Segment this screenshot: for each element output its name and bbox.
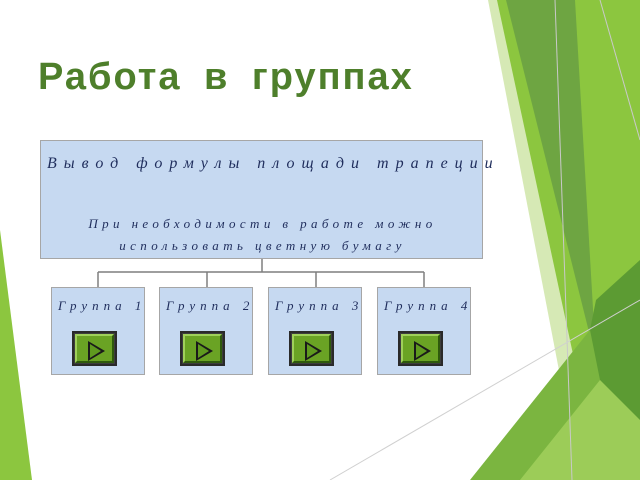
play-icon [414,341,431,361]
slide-title: Работа в группах [38,56,414,98]
group-3-box: Группа 3 [268,287,362,375]
play-icon [88,341,105,361]
task-box: Вывод формулы площади трапеции При необх… [40,140,500,259]
group-4-box: Группа 4 [377,287,471,375]
group-4-label: Группа 4 [384,298,473,313]
group-1-label: Группа 1 [58,298,147,313]
play-icon [196,341,213,361]
group-2-box: Группа 2 [159,287,253,375]
group-2-play-button[interactable] [180,331,225,366]
task-note: При необходимости в работе можно использ… [41,213,484,257]
task-note-line1: При необходимости в работе можно [88,216,437,231]
group-4-play-button[interactable] [398,331,443,366]
group-3-play-button[interactable] [289,331,334,366]
group-1-box: Группа 1 [51,287,145,375]
group-1-play-button[interactable] [72,331,117,366]
group-3-label: Группа 3 [275,298,364,313]
group-2-label: Группа 2 [166,298,255,313]
task-note-line2: использовать цветную бумагу [119,238,406,253]
play-icon [305,341,322,361]
task-heading: Вывод формулы площади трапеции [47,155,500,172]
